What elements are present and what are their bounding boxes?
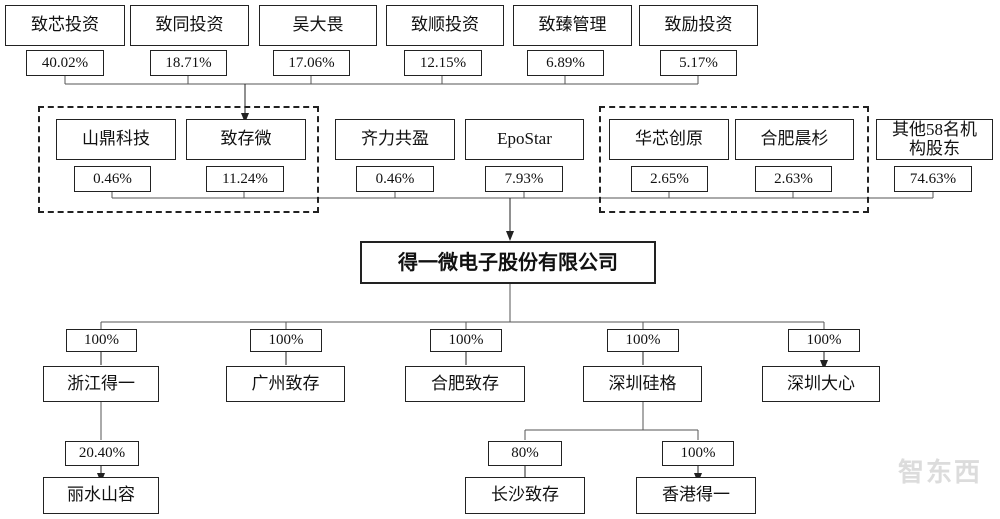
sub-subsidiary-box: 长沙致存 [465, 477, 585, 514]
shareholding-pct: 2.65% [631, 166, 708, 192]
sub-subsidiary-box: 丽水山容 [43, 477, 159, 514]
shareholding-pct: 100% [788, 329, 860, 352]
subsidiary-box: 合肥致存 [405, 366, 525, 402]
shareholder-box: EpoStar [465, 119, 584, 160]
shareholder-box: 致存微 [186, 119, 306, 160]
shareholder-box: 吴大畏 [259, 5, 377, 46]
company-box: 得一微电子股份有限公司 [360, 241, 656, 284]
shareholding-pct: 100% [607, 329, 679, 352]
subsidiary-box: 浙江得一 [43, 366, 159, 402]
shareholding-pct: 80% [488, 441, 562, 466]
shareholder-box: 致臻管理 [513, 5, 632, 46]
shareholder-box: 致同投资 [130, 5, 249, 46]
shareholder-box: 致励投资 [639, 5, 758, 46]
subsidiary-box: 深圳大心 [762, 366, 880, 402]
subsidiary-box: 广州致存 [226, 366, 345, 402]
shareholding-pct: 100% [66, 329, 137, 352]
shareholding-pct: 100% [662, 441, 734, 466]
shareholder-box: 齐力共盈 [335, 119, 455, 160]
group-outline-left [38, 106, 319, 213]
watermark-logo: 智东西 [897, 458, 982, 488]
shareholding-pct: 0.46% [74, 166, 151, 192]
shareholder-box: 致顺投资 [386, 5, 504, 46]
shareholder-box: 合肥晨杉 [735, 119, 854, 160]
shareholding-pct: 74.63% [894, 166, 972, 192]
group-outline-right [599, 106, 869, 213]
shareholder-box: 其他58名机构股东 [876, 119, 993, 160]
shareholding-pct: 0.46% [356, 166, 434, 192]
shareholding-pct: 7.93% [485, 166, 563, 192]
shareholding-pct: 11.24% [206, 166, 284, 192]
subsidiary-box: 深圳硅格 [583, 366, 702, 402]
sub-subsidiary-box: 香港得一 [636, 477, 756, 514]
shareholder-box: 华芯创原 [609, 119, 729, 160]
shareholding-pct: 5.17% [660, 50, 737, 76]
shareholder-box: 致芯投资 [5, 5, 125, 46]
shareholding-pct: 12.15% [404, 50, 482, 76]
shareholding-pct: 17.06% [273, 50, 350, 76]
shareholding-pct: 100% [430, 329, 502, 352]
shareholding-pct: 20.40% [65, 441, 139, 466]
shareholding-pct: 6.89% [527, 50, 604, 76]
shareholder-box: 山鼎科技 [56, 119, 176, 160]
shareholding-pct: 100% [250, 329, 322, 352]
shareholding-pct: 40.02% [26, 50, 104, 76]
shareholding-pct: 2.63% [755, 166, 832, 192]
shareholding-pct: 18.71% [150, 50, 227, 76]
